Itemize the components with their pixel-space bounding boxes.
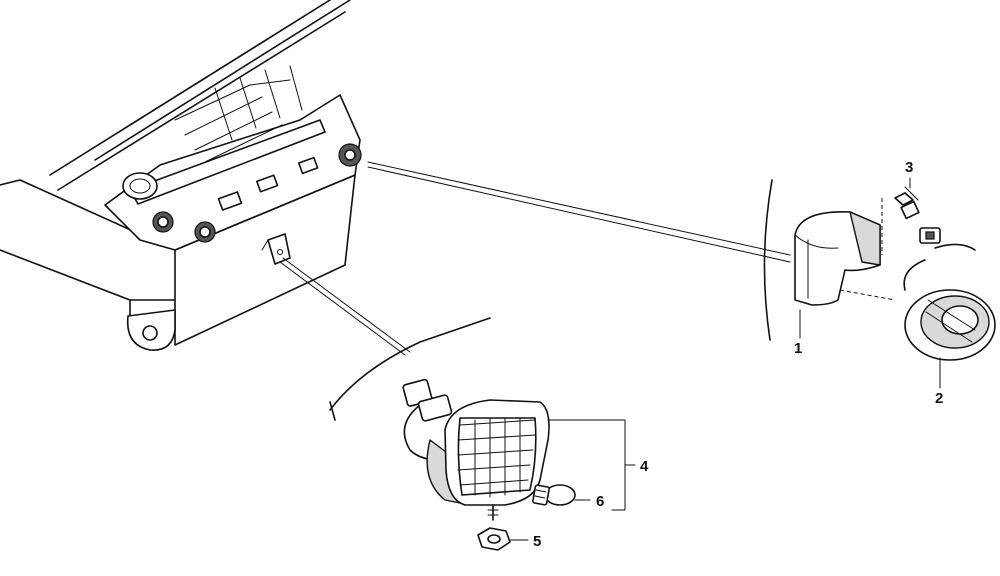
machine-rear-assembly — [0, 0, 362, 351]
bulb-part-6 — [532, 484, 576, 506]
lamp-grid — [457, 417, 537, 498]
callout-3: 3 — [905, 159, 913, 176]
bolt-part-3 — [894, 186, 920, 220]
round-lamp-part-2 — [903, 227, 996, 361]
callout-leaders — [509, 177, 941, 541]
callout-1: 1 — [794, 340, 802, 357]
nut-part-5 — [477, 527, 511, 551]
callout-4: 4 — [640, 458, 649, 475]
leader-lines — [279, 161, 896, 421]
callout-5: 5 — [533, 533, 541, 550]
callout-2: 2 — [935, 390, 943, 407]
lamp-guard-part-1 — [794, 211, 881, 306]
callout-6: 6 — [596, 493, 604, 510]
work-lamp-part-4 — [402, 378, 550, 521]
